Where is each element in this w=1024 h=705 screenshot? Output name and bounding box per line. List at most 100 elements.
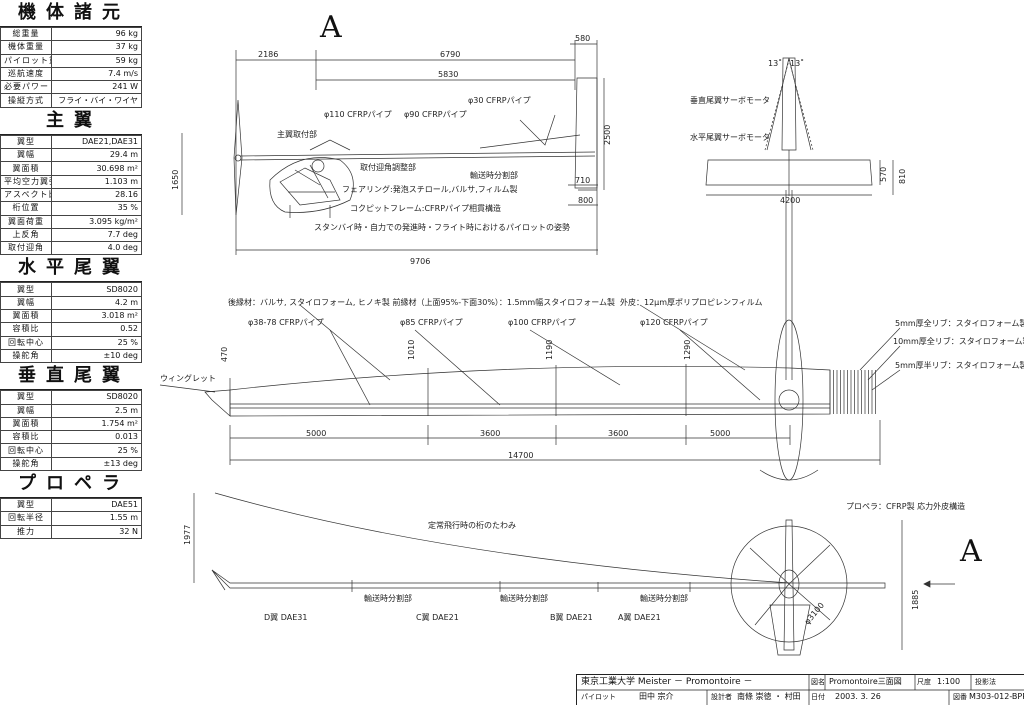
spec-value: 4.0 deg [51, 241, 142, 256]
pilot-label: パイロット [581, 693, 616, 701]
dim-14700: 14700 [508, 451, 533, 460]
spec-key: 機体重量 [0, 40, 52, 55]
dim-470: 470 [220, 347, 229, 362]
spec-section-title: 機体諸元 [0, 0, 142, 27]
label-pipe85: φ85 CFRPパイプ [400, 318, 463, 327]
dim-1290: 1290 [683, 340, 692, 360]
dim-580: 580 [575, 34, 590, 43]
org-name: 東京工業大学 Meister － Promontoire － [581, 677, 753, 687]
dim-6790: 6790 [440, 50, 460, 59]
spec-value: 37 kg [51, 40, 142, 55]
angle-left: 13˚ [768, 58, 782, 68]
dim-3600-a: 3600 [480, 429, 500, 438]
dim-1190: 1190 [545, 340, 554, 360]
dim-4200: 4200 [780, 196, 800, 205]
spec-value: 32 N [51, 524, 142, 539]
spec-value: ±13 deg [51, 456, 142, 472]
label-split-3: 輸送時分割部 [640, 593, 688, 603]
dim-9706: 9706 [410, 257, 430, 266]
label-deflection: 定常飛行時の桁のたわみ [428, 520, 516, 530]
wing-planform [159, 304, 901, 481]
spec-section-title: 垂直尾翼 [0, 363, 142, 391]
dim-1010: 1010 [407, 340, 416, 360]
spec-row: 操舵角±13 deg [0, 456, 142, 472]
side-view [181, 40, 605, 255]
label-v-servo: 垂直尾翼サーボモータ [690, 95, 770, 105]
label-winglet: ウィングレット [160, 373, 216, 383]
label-split-1: 輸送時分割部 [364, 593, 412, 603]
spec-key: 操舵角 [0, 348, 52, 364]
label-rib-5-half: 5mm厚半リブ：スタイロフォーム製 [895, 360, 1024, 370]
dim-710: 710 [575, 176, 590, 185]
fig-name: Promontoire三面図 [829, 677, 902, 686]
label-cockpit: コクピットフレーム:CFRPパイプ相貫構造 [350, 203, 501, 213]
spec-row: 操縦方式フライ・バイ・ワイヤ [0, 93, 142, 108]
dim-2500: 2500 [603, 125, 612, 145]
label-propeller: プロペラ：CFRP製 応力外皮構造 [846, 501, 965, 511]
label-posture: スタンバイ時・自力での発進時・フライト時におけるパイロットの姿勢 [314, 222, 570, 232]
label-wing-a: A翼 DAE21 [618, 613, 661, 622]
label-skin: 外皮：12μm厚ポリプロピレンフィルム [620, 297, 763, 307]
designer-names: 南條 崇徳 ・ 村田 [737, 692, 801, 701]
spec-value: フライ・バイ・ワイヤ [51, 93, 142, 108]
label-aoa-adjust: 取付迎角調整部 [360, 162, 416, 172]
spec-section-title: 水平尾翼 [0, 255, 142, 283]
label-split-side: 輸送時分割部 [470, 170, 518, 180]
label-pipe90: φ90 CFRPパイプ [404, 110, 467, 119]
spec-row: アスペクト比28.16 [0, 187, 142, 203]
spec-value: ±10 deg [51, 348, 142, 364]
angle-right: 13˚ [790, 58, 804, 68]
label-wing-mount: 主翼取付部 [277, 129, 317, 139]
title-block-grid [577, 675, 1024, 705]
dim-2186: 2186 [258, 50, 278, 59]
label-fairing: フェアリング:発泡スチロール,バルサ,フィルム製 [342, 184, 517, 194]
projection-label: 投影法 [975, 678, 996, 686]
scale-label: 尺度 [917, 678, 931, 686]
tail-view [705, 57, 894, 380]
label-split-2: 輸送時分割部 [500, 593, 548, 603]
label-pipe30: φ30 CFRPパイプ [468, 96, 531, 105]
dim-810: 810 [898, 169, 907, 184]
spec-section-title: プロペラ [0, 471, 142, 499]
drawing-no: M303-012-BPP [969, 692, 1024, 701]
label-h-servo: 水平尾翼サーボモータ [690, 132, 770, 142]
title-block: 東京工業大学 Meister － Promontoire － 図名 Promon… [576, 674, 1024, 705]
spec-value: 96 kg [51, 26, 142, 42]
dim-1885: 1885 [911, 590, 920, 610]
drawing-no-label: 図番 [953, 693, 967, 701]
view-mark-top: A [320, 10, 342, 45]
spec-row: 操舵角±10 deg [0, 348, 142, 364]
fig-label: 図名 [811, 678, 825, 686]
spec-section-title: 主翼 [0, 108, 142, 135]
label-rib-5-full: 5mm厚全リブ：スタイロフォーム製 [895, 318, 1024, 328]
label-rib-10: 10mm厚全リブ：スタイロフォーム製 [893, 336, 1024, 346]
label-pipe120: φ120 CFRPパイプ [640, 318, 708, 327]
scale-value: 1:100 [937, 677, 961, 686]
dim-5830: 5830 [438, 70, 458, 79]
label-wing-b: B翼 DAE21 [550, 613, 593, 622]
date-label: 日付 [811, 693, 825, 701]
dim-800: 800 [578, 196, 593, 205]
view-mark-side: A [960, 534, 982, 569]
dim-1650: 1650 [171, 170, 180, 190]
spec-key: 推力 [0, 524, 52, 539]
dim-3600-b: 3600 [608, 429, 628, 438]
front-view [193, 492, 955, 656]
label-trailing-edge: 後縁材：バルサ, スタイロフォーム, ヒノキ製 前縁材（上面95%-下面30%）… [228, 297, 615, 307]
designer-label: 設計者 [711, 693, 732, 701]
